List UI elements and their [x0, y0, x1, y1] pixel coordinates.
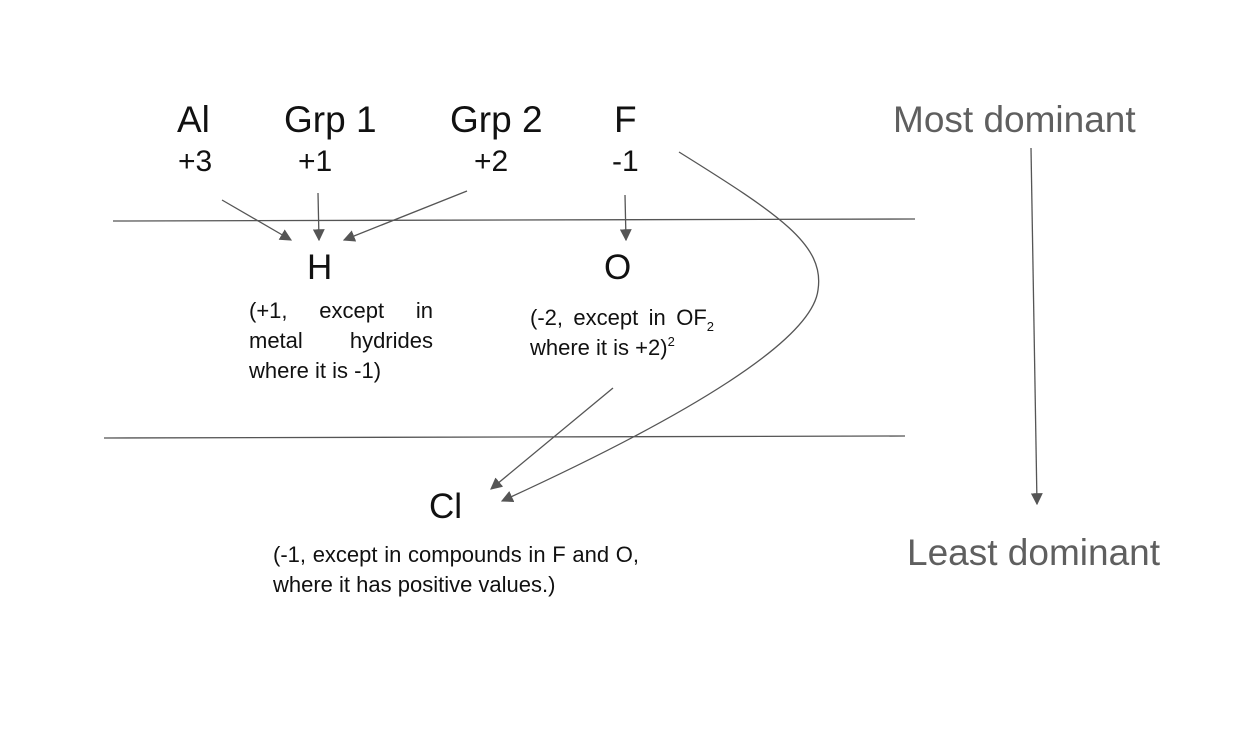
- divider-line-top: [112, 218, 916, 222]
- arrow-al-to-h: [221, 199, 293, 241]
- group-f-charge: -1: [612, 145, 639, 178]
- chlorine-note: (-1, except in compounds in F and O, whe…: [273, 542, 639, 597]
- group-f-symbol: F: [614, 99, 637, 140]
- hydrogen-note: (+1, except in metal hydrides where it i…: [249, 298, 433, 383]
- hydrogen-symbol: H: [307, 248, 333, 287]
- group-al-symbol: Al: [177, 99, 210, 140]
- arrow-f-to-o: [619, 194, 632, 242]
- group-2-charge: +2: [474, 145, 509, 178]
- arrow-grp1-to-h: [312, 192, 325, 242]
- arrow-o-to-cl: [490, 387, 614, 490]
- oxygen-symbol: O: [604, 248, 632, 287]
- group-1-charge: +1: [298, 145, 333, 178]
- least-dominant-label: Least dominant: [907, 532, 1161, 573]
- oxygen-note: (-2, except in OF2 where it is +2)2: [530, 305, 714, 360]
- arrow-f-to-cl-curve: [500, 151, 820, 502]
- divider-line-bottom: [103, 435, 906, 439]
- chlorine-symbol: Cl: [429, 487, 463, 526]
- dominance-arrow: [1030, 147, 1043, 506]
- most-dominant-label: Most dominant: [893, 99, 1136, 140]
- group-2-symbol: Grp 2: [450, 99, 543, 140]
- group-al-charge: +3: [178, 145, 213, 178]
- arrow-grp2-to-h: [342, 190, 468, 242]
- group-1-symbol: Grp 1: [284, 99, 377, 140]
